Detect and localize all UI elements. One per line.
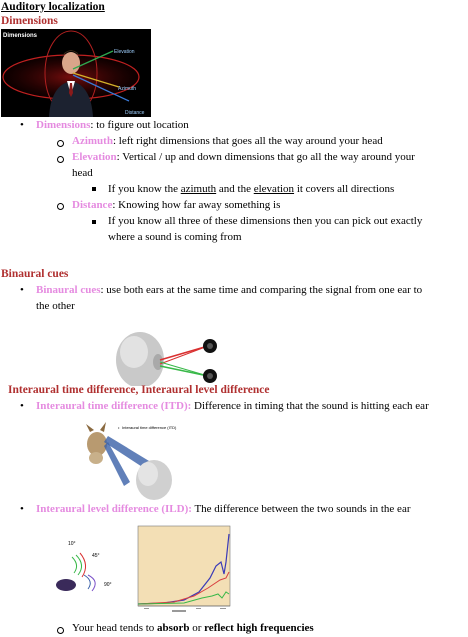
ild-chart	[124, 522, 232, 614]
bullet-dot: •	[20, 400, 24, 412]
list-item-elevation: Elevation: Vertical / up and down dimens…	[72, 151, 415, 163]
list-item-binaural-cont: the other	[36, 300, 75, 312]
itd-figure-bullet: •	[118, 425, 120, 430]
ild-label-10: 10°	[68, 541, 76, 547]
list-item-elevation-cont: head	[72, 167, 93, 179]
page-title: Auditory localization	[1, 1, 105, 13]
bullet-circle	[57, 140, 64, 147]
bullet-dot: •	[20, 503, 24, 515]
bullet-circle	[57, 203, 64, 210]
bullet-dot: •	[20, 119, 24, 131]
itd-figure: Interaural time difference (ITD) •	[84, 422, 214, 502]
ild-label-90: 90°	[104, 582, 112, 588]
section-heading-binaural: Binaural cues	[1, 268, 69, 280]
list-item-distance: Distance: Knowing how far away something…	[72, 199, 281, 211]
list-item-binaural: Binaural cues: use both ears at the same…	[36, 284, 423, 296]
ild-label-45: 45°	[92, 553, 100, 559]
list-item-ild: Interaural level difference (ILD): The d…	[36, 503, 411, 515]
sublist-item-three-dimensions: If you know all three of these dimension…	[108, 215, 423, 227]
bullet-circle	[57, 156, 64, 163]
bullet-square	[92, 220, 96, 224]
figure-label-azimuth: Azimuth	[118, 86, 136, 92]
ild-angle-figure: 10° 45° 90°	[54, 535, 124, 595]
bullet-square	[92, 187, 96, 191]
figure-label-elevation: Elevation	[114, 49, 135, 55]
list-item-itd: Interaural time difference (ITD): Differ…	[36, 400, 429, 412]
figure-label-distance: Distance	[125, 110, 145, 116]
bullet-circle	[57, 627, 64, 634]
sublist-item-directions: If you know the azimuth and the elevatio…	[108, 183, 395, 195]
section-heading-dimensions: Dimensions	[1, 15, 58, 27]
sublist-item-three-dimensions-cont: where a sound is coming from	[108, 231, 242, 243]
list-item-head-absorb: Your head tends to absorb or reflect hig…	[72, 622, 314, 634]
binaural-figure	[114, 328, 224, 388]
list-item-dimensions: Dimensions: to figure out location	[36, 119, 189, 131]
section-heading-itd-ild: Interaural time difference, Interaural l…	[8, 384, 270, 396]
dimensions-figure: Dimensions Elevation Azimuth Distance	[1, 29, 151, 117]
figure-label-dimensions: Dimensions	[3, 33, 38, 39]
bullet-dot: •	[20, 284, 24, 296]
list-item-azimuth: Azimuth: left right dimensions that goes…	[72, 135, 383, 147]
itd-figure-label: Interaural time difference (ITD)	[122, 425, 177, 430]
